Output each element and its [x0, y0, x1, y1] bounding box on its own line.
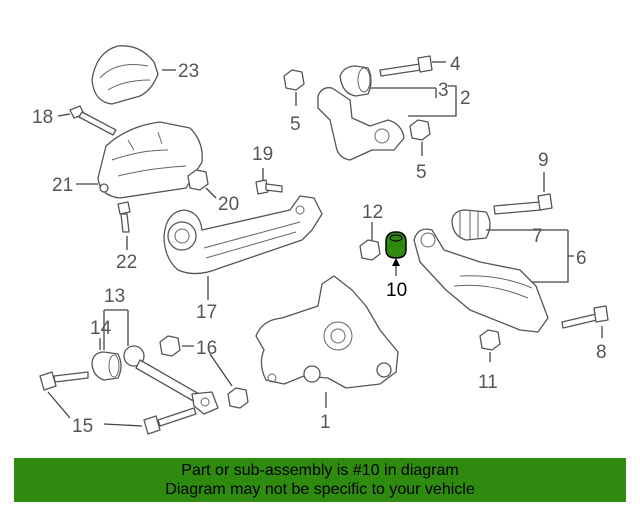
part-23-mount-cover	[91, 45, 159, 105]
callout-2: 2	[460, 88, 471, 109]
part-6-lower-arm	[413, 228, 549, 333]
part-15-bolt-a	[39, 371, 89, 391]
callout-11: 11	[478, 372, 498, 393]
callout-4: 4	[450, 54, 461, 75]
banner-line-2: Diagram may not be specific to your vehi…	[165, 481, 475, 498]
callout-3: 3	[438, 80, 449, 101]
leader-13	[103, 309, 129, 350]
part-8-bolt	[561, 305, 609, 329]
banner-line-1: Part or sub-assembly is #10 in diagram	[181, 462, 459, 479]
callout-18: 18	[32, 107, 53, 128]
callout-7: 7	[532, 226, 543, 247]
callout-5b: 5	[416, 162, 427, 183]
part-18-bolt	[69, 105, 117, 136]
part-14-bushing	[91, 351, 122, 381]
part-12-nut	[359, 239, 381, 261]
callout-16: 16	[196, 338, 217, 359]
part-2-upper-arm	[317, 87, 405, 161]
part-22-bolt	[117, 201, 131, 233]
parts-diagram: 23 18 21 22 20 19 17	[32, 45, 609, 437]
callout-5a: 5	[290, 114, 301, 135]
notice-banner: Part or sub-assembly is #10 in diagram D…	[14, 458, 626, 502]
leader-2	[408, 85, 457, 117]
callout-19: 19	[252, 144, 273, 165]
callout-20: 20	[218, 194, 239, 215]
part-15-bolt-b	[143, 407, 197, 435]
part-3-bushing	[339, 65, 372, 97]
part-7-bushings	[451, 209, 491, 241]
part-5-nut-b	[409, 119, 431, 141]
leader-18	[57, 113, 71, 117]
part-16-nut-a	[159, 335, 181, 357]
part-4-bolt	[379, 55, 433, 77]
callout-17: 17	[196, 302, 217, 323]
part-16-nut-b	[227, 387, 249, 409]
leader-20	[205, 187, 217, 199]
part-11-nut	[479, 329, 501, 351]
part-13-link	[123, 345, 219, 415]
callout-9: 9	[538, 150, 549, 171]
callout-21: 21	[52, 175, 73, 196]
part-17-trailing-arm	[163, 195, 323, 275]
callout-22: 22	[116, 252, 137, 273]
callout-14: 14	[90, 318, 112, 339]
callout-23: 23	[178, 61, 199, 82]
part-19-bolt	[255, 179, 283, 195]
part-10-bushing-highlighted	[385, 231, 407, 259]
leader-3	[370, 87, 437, 98]
callout-1: 1	[320, 412, 331, 433]
part-20-nut	[187, 169, 209, 191]
leader-16	[182, 345, 233, 387]
part-1-knuckle	[255, 275, 399, 389]
callout-13: 13	[104, 286, 125, 307]
callout-8: 8	[596, 342, 607, 363]
part-5-nut-a	[283, 69, 305, 91]
callout-12: 12	[362, 202, 383, 223]
callout-10: 10	[386, 280, 407, 301]
callout-15: 15	[72, 416, 93, 437]
callout-6: 6	[576, 248, 587, 269]
leader-15	[47, 391, 143, 427]
part-21-differential-mount	[97, 121, 203, 199]
leader-10-arrowhead	[392, 258, 400, 266]
leader-7	[486, 229, 569, 283]
part-9-bolt	[493, 193, 553, 215]
